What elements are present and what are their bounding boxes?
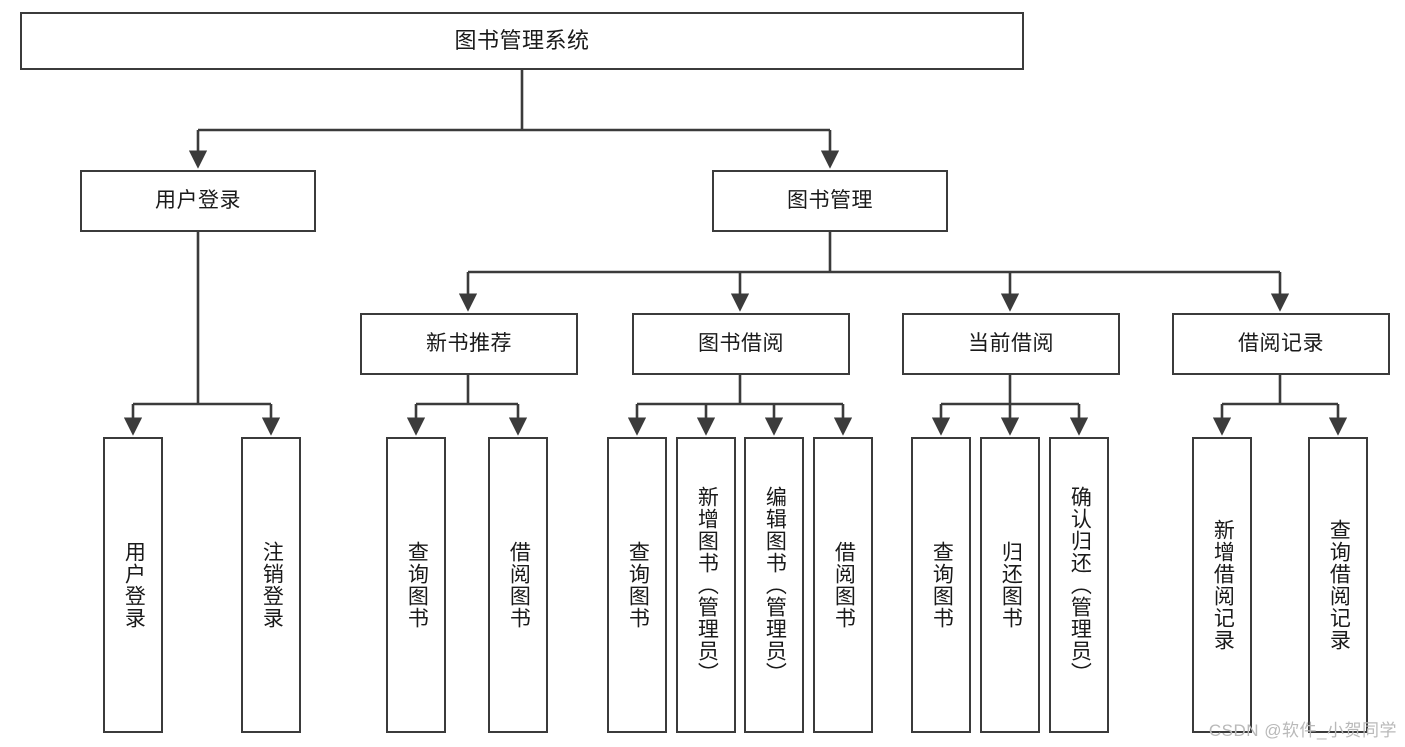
node-leaf-query-book-1[interactable]: 查询图书 — [386, 437, 446, 733]
node-leaf-return-book[interactable]: 归还图书 — [980, 437, 1040, 733]
node-leaf-logout-login[interactable]: 注销登录 — [241, 437, 301, 733]
node-leaf-confirm-return[interactable]: 确认归还（管理员） — [1049, 437, 1109, 733]
node-leaf-query-book-3[interactable]: 查询图书 — [911, 437, 971, 733]
node-borrow-record[interactable]: 借阅记录 — [1172, 313, 1390, 375]
node-leaf-borrow-book-1-label: 借阅图书 — [507, 541, 531, 629]
node-book-manage-label: 图书管理 — [787, 189, 873, 213]
node-leaf-return-book-label: 归还图书 — [999, 541, 1023, 629]
node-root[interactable]: 图书管理系统 — [20, 12, 1024, 70]
node-new-book-recommend[interactable]: 新书推荐 — [360, 313, 578, 375]
node-leaf-borrow-book-2-label: 借阅图书 — [832, 541, 856, 629]
node-leaf-add-record-label: 新增借阅记录 — [1211, 519, 1235, 651]
node-leaf-user-login[interactable]: 用户登录 — [103, 437, 163, 733]
node-leaf-logout-login-label: 注销登录 — [260, 541, 284, 629]
node-leaf-edit-book-label: 编辑图书（管理员） — [763, 486, 787, 684]
node-leaf-borrow-book-1[interactable]: 借阅图书 — [488, 437, 548, 733]
node-leaf-query-record-label: 查询借阅记录 — [1327, 519, 1351, 651]
node-current-borrow-label: 当前借阅 — [968, 332, 1054, 356]
node-leaf-add-book-label: 新增图书（管理员） — [695, 486, 719, 684]
node-leaf-query-book-3-label: 查询图书 — [930, 541, 954, 629]
csdn-watermark: CSDN @软件_小贺同学 — [1208, 721, 1397, 740]
node-leaf-add-book[interactable]: 新增图书（管理员） — [676, 437, 736, 733]
node-leaf-add-record[interactable]: 新增借阅记录 — [1192, 437, 1252, 733]
node-new-book-recommend-label: 新书推荐 — [426, 332, 512, 356]
node-book-manage[interactable]: 图书管理 — [712, 170, 948, 232]
node-book-borrow-label: 图书借阅 — [698, 332, 784, 356]
node-leaf-query-book-1-label: 查询图书 — [405, 541, 429, 629]
node-leaf-user-login-label: 用户登录 — [122, 541, 146, 629]
node-user-login-label: 用户登录 — [155, 189, 241, 213]
node-borrow-record-label: 借阅记录 — [1238, 332, 1324, 356]
node-root-label: 图书管理系统 — [454, 27, 590, 53]
node-leaf-edit-book[interactable]: 编辑图书（管理员） — [744, 437, 804, 733]
node-leaf-borrow-book-2[interactable]: 借阅图书 — [813, 437, 873, 733]
node-leaf-confirm-return-label: 确认归还（管理员） — [1068, 486, 1092, 684]
node-current-borrow[interactable]: 当前借阅 — [902, 313, 1120, 375]
node-book-borrow[interactable]: 图书借阅 — [632, 313, 850, 375]
node-leaf-query-book-2-label: 查询图书 — [626, 541, 650, 629]
node-leaf-query-book-2[interactable]: 查询图书 — [607, 437, 667, 733]
node-leaf-query-record[interactable]: 查询借阅记录 — [1308, 437, 1368, 733]
node-user-login[interactable]: 用户登录 — [80, 170, 316, 232]
